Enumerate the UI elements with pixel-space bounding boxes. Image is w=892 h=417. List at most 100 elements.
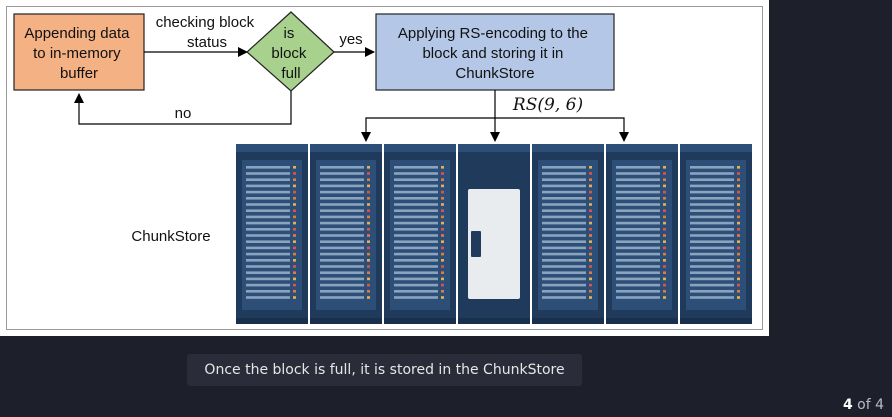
rack-led [293, 290, 296, 293]
rack-slot [320, 203, 364, 206]
rack-slot [690, 246, 734, 250]
rack-led [589, 197, 592, 200]
rack-led [441, 215, 444, 219]
rack-slot [246, 277, 290, 281]
rack-led [589, 172, 592, 175]
rack-slot [542, 221, 586, 225]
rack-slot [394, 190, 438, 194]
panel-border [6, 6, 763, 330]
rack-led [367, 240, 370, 243]
rack-led [293, 283, 296, 287]
rack-led [589, 166, 592, 169]
rack-slot [394, 184, 438, 188]
rack-led [293, 259, 296, 262]
rack-led [367, 271, 370, 274]
rack-led [663, 184, 666, 188]
rack-slot [246, 234, 290, 237]
rack-led [663, 271, 666, 274]
rack-door-handle [471, 231, 481, 257]
rack-slot [616, 290, 660, 293]
rack-top-cap [458, 144, 530, 152]
rack-slot [320, 166, 364, 169]
rack-led [367, 228, 370, 231]
slide-caption: Once the block is full, it is stored in … [187, 354, 582, 386]
rack-slot [616, 190, 660, 194]
rack-led [293, 271, 296, 274]
rack-slot [394, 259, 438, 262]
rack-slot [542, 166, 586, 169]
rack-slot [320, 184, 364, 188]
rack-led [737, 240, 740, 243]
rack-led [367, 221, 370, 225]
rack-led [737, 203, 740, 206]
rack-led [367, 178, 370, 181]
rack-slot [690, 277, 734, 281]
rack-led [441, 283, 444, 287]
rack-slot [616, 234, 660, 237]
append-box-text: Appending data to in-memory buffer [24, 25, 133, 82]
rack-slot [616, 209, 660, 212]
rack-slot [542, 277, 586, 281]
rack-slot [542, 290, 586, 293]
rack-led [737, 197, 740, 200]
rack-led [589, 283, 592, 287]
rack-slot [616, 166, 660, 169]
rack-slot [394, 166, 438, 169]
rack-base [532, 318, 604, 324]
rack-led [663, 283, 666, 287]
rack-slot [690, 178, 734, 181]
rack-top-cap [606, 144, 678, 152]
rack-led [293, 240, 296, 243]
rack-slot [394, 203, 438, 206]
rack-slot [690, 290, 734, 293]
rack-slot [394, 178, 438, 181]
rack-slot [320, 265, 364, 268]
rack-slot [320, 283, 364, 287]
rack-slot [320, 271, 364, 274]
rack-led [293, 203, 296, 206]
rack-led [589, 184, 592, 188]
rack-led [663, 252, 666, 256]
rack-slot [616, 246, 660, 250]
rs-encoding-box [375, 13, 615, 91]
rack-led [589, 209, 592, 212]
rack-led [293, 246, 296, 250]
rack-slot [690, 296, 734, 299]
rack-slot [690, 184, 734, 188]
rack-led [663, 240, 666, 243]
encode-box-text: Applying RS-encoding to the block and st… [398, 25, 592, 82]
rack-led [367, 166, 370, 169]
rack-slot [542, 197, 586, 200]
rack-slot [320, 234, 364, 237]
rack-slot [320, 246, 364, 250]
rack-led [441, 271, 444, 274]
rack-top-cap [236, 144, 308, 152]
rack-slot [394, 277, 438, 281]
slide-pager: 4 of 4 [843, 397, 884, 413]
rack-slot [616, 184, 660, 188]
rack-led [737, 178, 740, 181]
rack-led [589, 296, 592, 299]
rack-slot [246, 221, 290, 225]
rack-led [367, 290, 370, 293]
rack-slot [616, 277, 660, 281]
rack-led [367, 265, 370, 268]
rack-slot [542, 271, 586, 274]
rack-slot [690, 209, 734, 212]
rack-led [737, 228, 740, 231]
rack-led [663, 277, 666, 281]
rack-led [663, 203, 666, 206]
rack-slot [616, 228, 660, 231]
rack-base [606, 318, 678, 324]
rack-led [663, 234, 666, 237]
rack-led [589, 228, 592, 231]
rack-slot [246, 290, 290, 293]
slide-panel: Appending data to in-memory buffer check… [0, 0, 769, 336]
rack-led [441, 252, 444, 256]
rack-slot [246, 283, 290, 287]
rack-slot [616, 240, 660, 243]
rack-top-cap [310, 144, 382, 152]
rack-slot [542, 265, 586, 268]
rack-led [367, 234, 370, 237]
rack-door [468, 189, 520, 299]
